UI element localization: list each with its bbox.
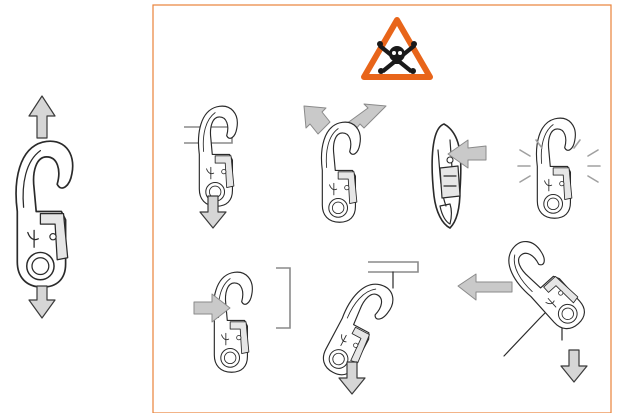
reference-hook-panel bbox=[16, 96, 73, 318]
axial-load-arrow-up bbox=[29, 96, 55, 138]
snap-hook-axial-load-icon bbox=[16, 141, 73, 287]
axial-load-arrow-down bbox=[29, 286, 55, 318]
